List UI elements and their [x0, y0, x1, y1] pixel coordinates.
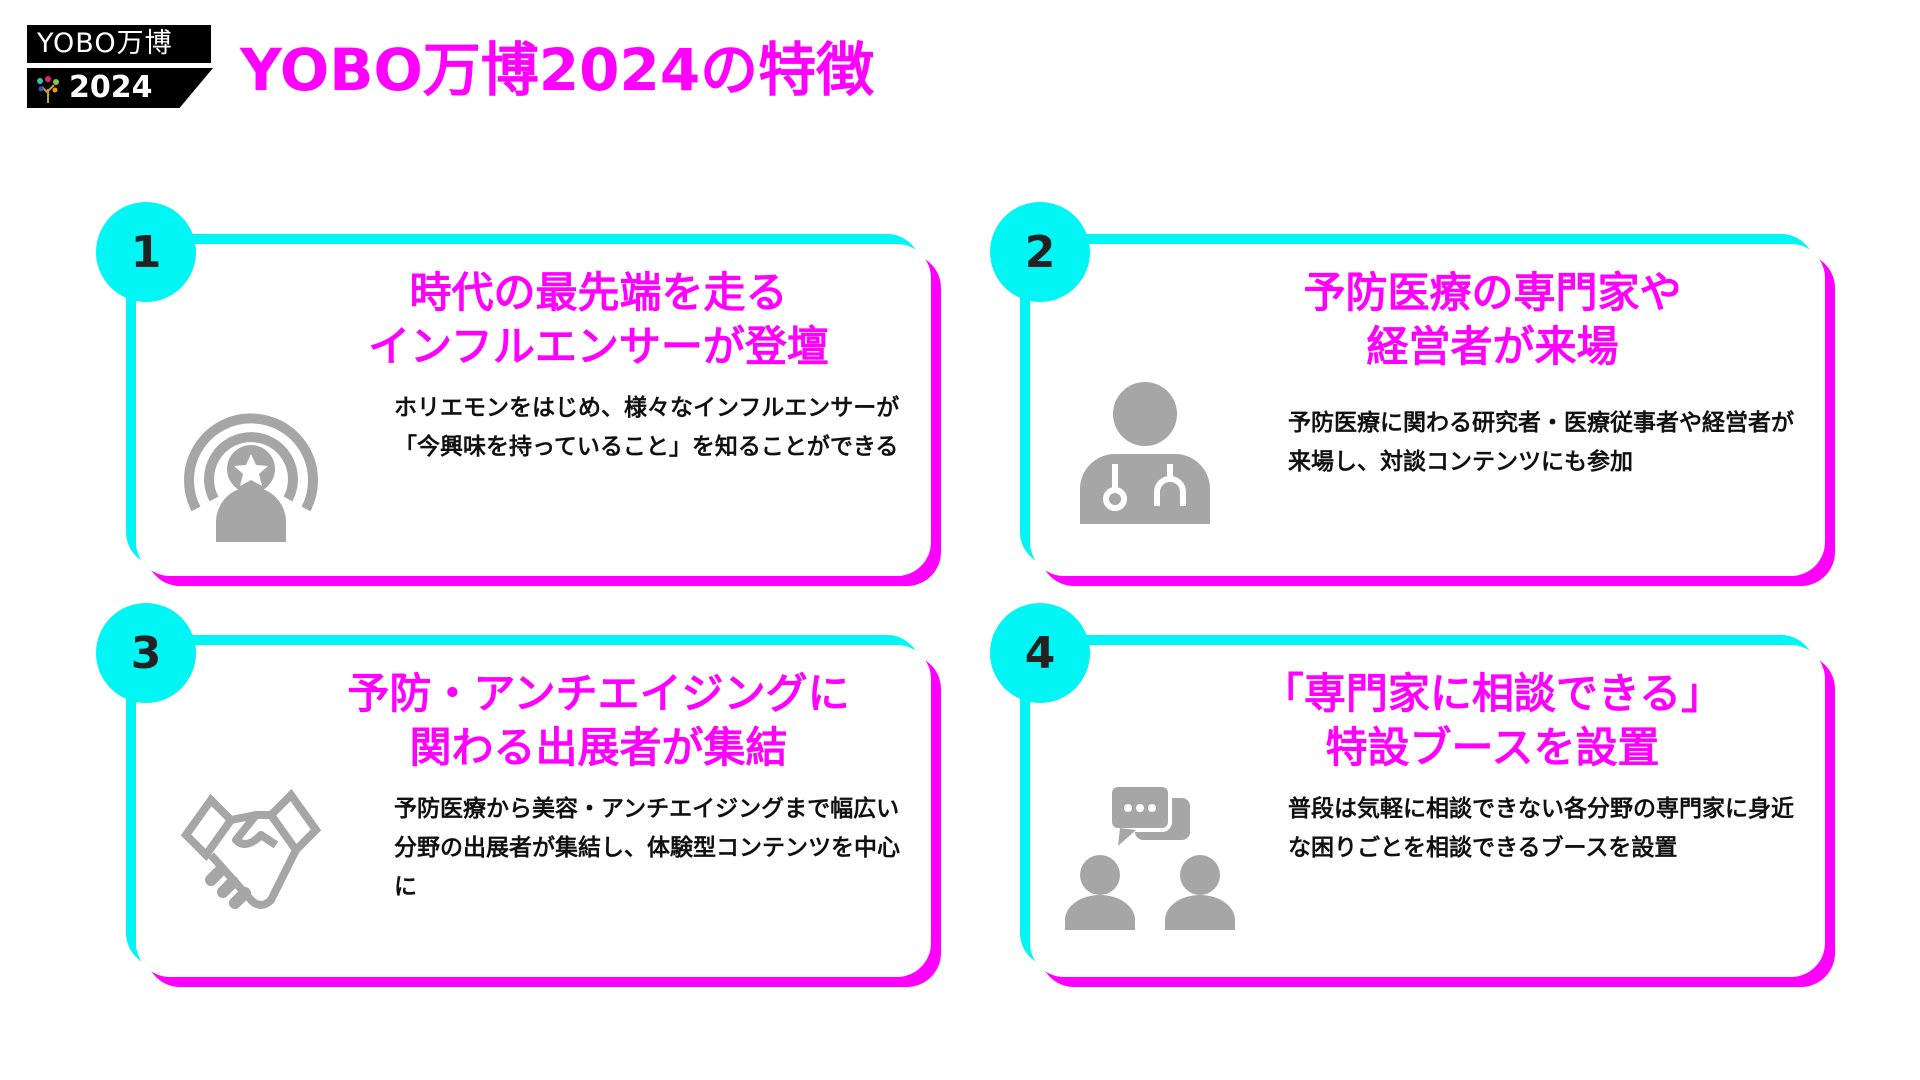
feature-card-2: 2 予防医療の専門家や経営者が来場 予防医療に関わる研究者・医療従事者や経営者が… [990, 202, 1825, 576]
card-number: 4 [990, 603, 1090, 703]
page-title: YOBO万博2024の特徴 [240, 36, 875, 104]
heading-line: 特設ブースを設置 [1325, 723, 1660, 772]
influencer-star-icon [184, 413, 318, 542]
card-heading: 予防・アンチエイジングに関わる出展者が集結 [286, 667, 911, 775]
heading-line: 「専門家に相談できる」 [1261, 669, 1724, 718]
heading-line: 時代の最先端を走る [409, 268, 788, 317]
consultation-icon [1065, 783, 1235, 930]
heading-line: インフルエンサーが登壇 [368, 322, 829, 371]
heading-line: 経営者が来場 [1366, 322, 1619, 371]
tree-icon [37, 76, 59, 103]
logo: YOBO万博 2024 [27, 25, 213, 109]
card-description: 予防医療から美容・アンチエイジングまで幅広い分野の出展者が集結し、体験型コンテン… [394, 796, 900, 900]
doctor-icon [1080, 382, 1210, 524]
card-description: 予防医療に関わる研究者・医療従事者や経営者が来場し、対談コンテンツにも参加 [1288, 410, 1794, 475]
handshake-icon [180, 788, 322, 909]
logo-text: YOBO万博 [27, 25, 211, 63]
card-heading: 時代の最先端を走るインフルエンサーが登壇 [286, 266, 911, 374]
heading-line: 予防医療の専門家や [1303, 268, 1682, 317]
heading-line: 関わる出展者が集結 [409, 723, 788, 772]
card-description: ホリエモンをはじめ、様々なインフルエンサーが「今興味を持っていること」を知ること… [394, 395, 900, 460]
feature-card-4: 4 「専門家に相談できる」特設ブースを設置 普段は気軽に相談できない各分野の専門… [990, 603, 1825, 977]
card-description: 普段は気軽に相談できない各分野の専門家に身近な困りごとを相談できるブースを設置 [1288, 796, 1794, 861]
feature-card-3: 3 予防・アンチエイジングに関わる出展者が集結 予防医療から美容・アンチエイジン… [96, 603, 931, 977]
card-number: 1 [96, 202, 196, 302]
heading-line: 予防・アンチエイジングに [347, 669, 850, 718]
card-heading: 「専門家に相談できる」特設ブースを設置 [1180, 667, 1805, 775]
card-number: 2 [990, 202, 1090, 302]
card-number: 3 [96, 603, 196, 703]
card-heading: 予防医療の専門家や経営者が来場 [1180, 266, 1805, 374]
logo-year: 2024 [27, 68, 213, 108]
feature-card-1: 1 時代の最先端を走るインフルエンサーが登壇 ホリエモンをはじめ、様々なインフル… [96, 202, 931, 576]
